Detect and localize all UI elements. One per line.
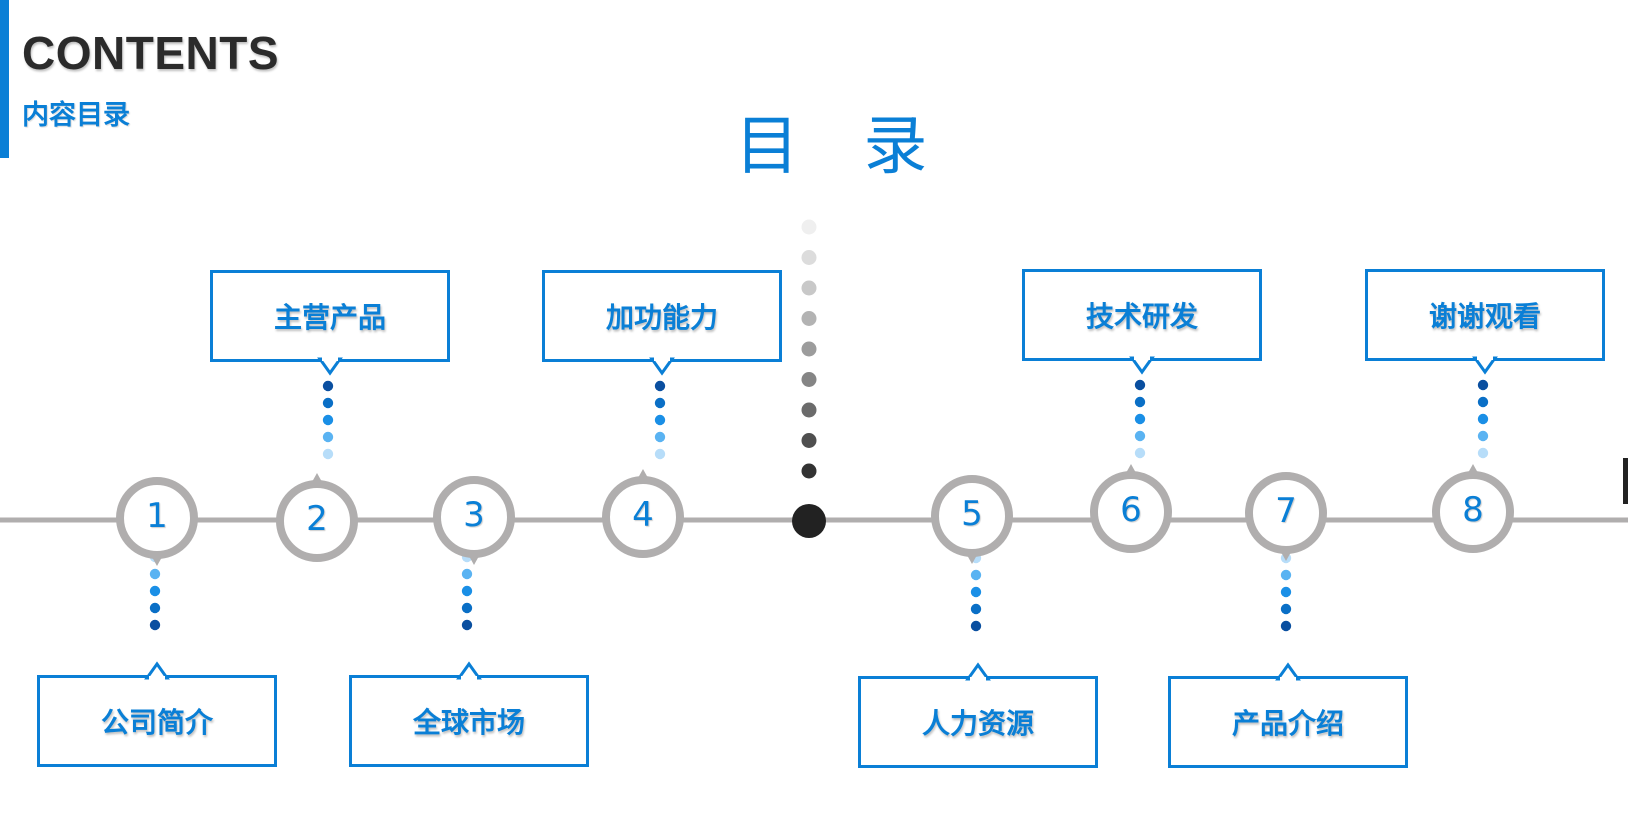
- accent-bar: [0, 0, 9, 158]
- connector-dot: [322, 431, 334, 443]
- connector-dot: [654, 397, 666, 409]
- node-number: 3: [463, 495, 485, 535]
- connector-dot: [1477, 396, 1489, 408]
- connector-dot: [1280, 586, 1292, 598]
- center-dot: [801, 250, 817, 265]
- contents-title: CONTENTS: [22, 27, 279, 79]
- connector-dot: [461, 585, 473, 597]
- section-box-5[interactable]: 人力资源: [858, 676, 1098, 768]
- node-circle: [433, 476, 515, 558]
- connector-dot: [1134, 447, 1146, 459]
- section-label: 公司简介: [100, 706, 213, 739]
- connector-dot: [1477, 413, 1489, 425]
- connector-dot: [1280, 569, 1292, 581]
- center-marker-dot: [792, 504, 826, 538]
- connector-dot: [970, 569, 982, 581]
- section-box-2[interactable]: 主营产品: [210, 270, 450, 362]
- node-number: 7: [1275, 491, 1297, 531]
- connector-dot: [1477, 379, 1489, 391]
- node-number: 4: [632, 495, 654, 535]
- connector-dot: [970, 586, 982, 598]
- connector-dot: [970, 603, 982, 615]
- connector-dot: [322, 397, 334, 409]
- connector-dot: [149, 568, 161, 580]
- center-dot: [801, 219, 817, 235]
- connector-dot: [1477, 430, 1489, 442]
- connector-dot: [322, 414, 334, 426]
- main-heading: 目 录: [735, 110, 950, 184]
- section-box-4[interactable]: 加功能力: [542, 270, 782, 362]
- connector-dot: [1134, 379, 1146, 391]
- node-number: 1: [146, 496, 168, 536]
- section-label: 人力资源: [921, 707, 1034, 740]
- connector-dot: [461, 568, 473, 580]
- section-label: 技术研发: [1085, 300, 1198, 333]
- center-dot: [801, 402, 817, 418]
- node-circle: [1090, 471, 1172, 553]
- section-label: 主营产品: [273, 301, 386, 334]
- node-circle: [1432, 471, 1514, 553]
- section-label: 加功能力: [605, 301, 718, 334]
- node-number: 6: [1120, 490, 1142, 530]
- connector-dot: [1134, 430, 1146, 442]
- connector-dot: [654, 448, 666, 460]
- connector-dot: [654, 431, 666, 443]
- section-box-8[interactable]: 谢谢观看: [1365, 269, 1605, 361]
- timeline-nodes: [116, 464, 1514, 566]
- node-number: 5: [961, 494, 983, 534]
- connector-dot: [1280, 603, 1292, 615]
- center-dot: [801, 372, 817, 387]
- connector-dot: [1280, 620, 1292, 632]
- node-number: 8: [1462, 490, 1484, 530]
- center-dot: [801, 433, 817, 448]
- connector-dot: [1134, 413, 1146, 425]
- section-box-7[interactable]: 产品介绍: [1168, 676, 1408, 768]
- center-dot: [801, 341, 817, 357]
- node-circle: [602, 476, 684, 558]
- section-label: 全球市场: [412, 706, 525, 739]
- connector-dot: [322, 380, 334, 392]
- contents-subtitle: 内容目录: [22, 100, 130, 131]
- section-label: 产品介绍: [1231, 707, 1344, 740]
- center-marker: [792, 219, 1628, 538]
- node-circle: [931, 475, 1013, 557]
- connector-dot: [654, 414, 666, 426]
- node-circle: [116, 477, 198, 559]
- node-number: 2: [306, 499, 328, 539]
- connector-dot: [1477, 447, 1489, 459]
- connector-dot: [149, 602, 161, 614]
- connector-dot: [1134, 396, 1146, 408]
- connector-dot: [654, 380, 666, 392]
- node-circle: [1245, 472, 1327, 554]
- center-dot: [801, 280, 817, 296]
- connector-dot: [970, 620, 982, 632]
- connector-dot: [322, 448, 334, 460]
- center-dot: [801, 311, 817, 326]
- section-box-6[interactable]: 技术研发: [1022, 269, 1262, 361]
- connector-dot: [149, 619, 161, 631]
- section-label: 谢谢观看: [1428, 300, 1541, 333]
- connector-dot: [149, 585, 161, 597]
- center-dot: [801, 463, 817, 479]
- section-box-3[interactable]: 全球市场: [349, 675, 589, 767]
- section-box-1[interactable]: 公司简介: [37, 675, 277, 767]
- connector-dot: [461, 602, 473, 614]
- node-circle: [276, 480, 358, 562]
- edge-mark: [1623, 458, 1628, 504]
- connector-dot: [461, 619, 473, 631]
